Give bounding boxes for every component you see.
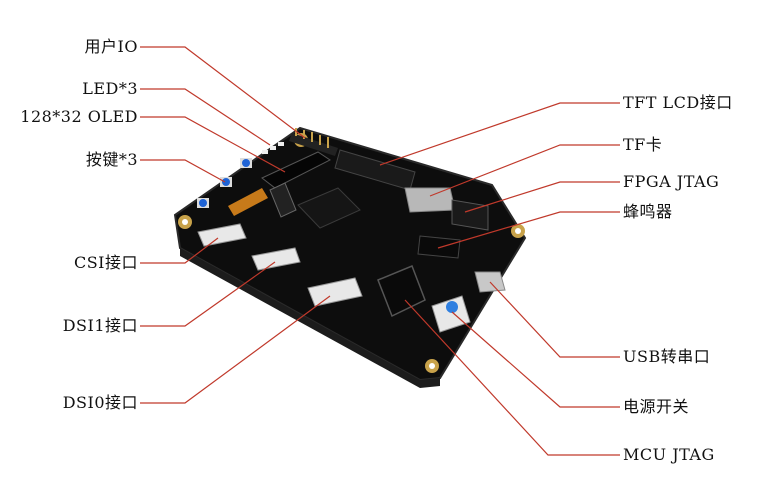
label-dsi1: DSI1接口 bbox=[62, 316, 138, 335]
leader-oled bbox=[140, 116, 286, 173]
label-user-io: 用户IO bbox=[84, 37, 138, 56]
buzzer bbox=[417, 235, 461, 259]
leader-tft-lcd bbox=[379, 102, 620, 166]
led bbox=[270, 146, 276, 150]
user-io-header bbox=[289, 128, 338, 156]
leader-power-switch bbox=[451, 311, 620, 408]
label-power-switch: 电源开关 bbox=[623, 397, 690, 416]
leader-csi bbox=[140, 237, 219, 264]
leader-user-io bbox=[140, 46, 306, 139]
led bbox=[262, 150, 268, 154]
power-switch bbox=[431, 295, 471, 333]
label-oled: 128*32 OLED bbox=[20, 107, 138, 126]
pcb-board bbox=[173, 126, 527, 388]
dsi1-connector bbox=[251, 247, 301, 271]
label-tft-lcd: TFT LCD接口 bbox=[623, 93, 733, 112]
mcu-jtag-header bbox=[377, 265, 426, 318]
label-csi: CSI接口 bbox=[73, 253, 138, 272]
leader-dsi1 bbox=[140, 261, 276, 327]
leader-usb-uart bbox=[489, 281, 620, 358]
leader-led bbox=[140, 88, 271, 146]
leader-tf-card bbox=[429, 144, 620, 197]
label-button: 按键*3 bbox=[85, 150, 138, 169]
fpga-chip bbox=[297, 187, 361, 229]
leader-button bbox=[140, 159, 226, 183]
leader-mcu-jtag bbox=[404, 299, 620, 456]
label-tf-card: TF卡 bbox=[623, 135, 663, 154]
leader-dsi0 bbox=[140, 295, 331, 404]
leader-fpga-jtag bbox=[464, 181, 620, 213]
buttons bbox=[197, 158, 252, 208]
label-fpga-jtag: FPGA JTAG bbox=[623, 172, 720, 191]
leader-buzzer bbox=[437, 211, 620, 249]
label-mcu-jtag: MCU JTAG bbox=[623, 445, 715, 464]
leader-lines bbox=[140, 46, 620, 456]
tf-card-slot bbox=[404, 187, 456, 213]
label-dsi0: DSI0接口 bbox=[62, 393, 138, 412]
led bbox=[278, 142, 284, 146]
csi-connector bbox=[197, 223, 247, 247]
label-led: LED*3 bbox=[82, 79, 138, 98]
label-usb-uart: USB转串口 bbox=[623, 347, 711, 366]
oled-display bbox=[228, 151, 331, 218]
dsi0-connector bbox=[307, 277, 363, 307]
label-buzzer: 蜂鸣器 bbox=[623, 202, 673, 221]
